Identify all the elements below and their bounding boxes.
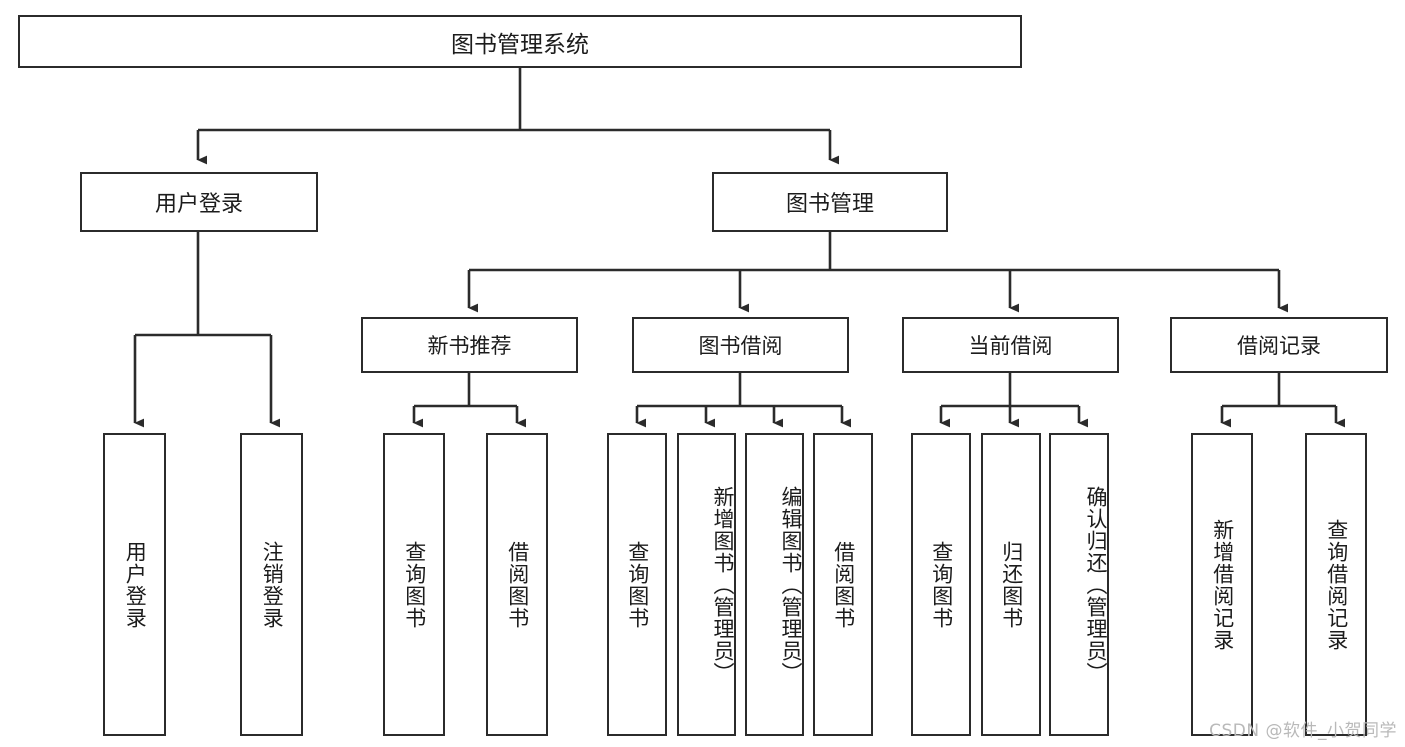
leaf-add-book[interactable]: 新增图书（管理员）: [677, 433, 736, 736]
leaf-user-login[interactable]: 用户登录: [103, 433, 166, 736]
leaf-query-book-3[interactable]: 查询图书: [911, 433, 971, 736]
node-label: 借阅记录: [1237, 334, 1321, 358]
leaf-logout[interactable]: 注销登录: [240, 433, 303, 736]
node-new-book-rec[interactable]: 新书推荐: [361, 317, 578, 373]
node-root-system[interactable]: 图书管理系统: [18, 15, 1022, 68]
leaf-borrow-book-2[interactable]: 借阅图书: [813, 433, 873, 736]
node-label: 查询图书: [625, 540, 650, 629]
node-label: 图书借阅: [698, 334, 783, 358]
leaf-confirm-return[interactable]: 确认归还（管理员）: [1049, 433, 1109, 736]
node-borrow-record[interactable]: 借阅记录: [1170, 317, 1388, 373]
node-label: 图书管理系统: [451, 31, 589, 58]
node-label: 注销登录: [260, 540, 285, 629]
node-label: 用户登录: [123, 540, 148, 629]
node-user-login[interactable]: 用户登录: [80, 172, 318, 232]
node-label: 查询图书: [929, 540, 954, 629]
node-label: 编辑图书（管理员）: [779, 485, 803, 684]
leaf-query-record[interactable]: 查询借阅记录: [1305, 433, 1367, 736]
node-label: 新增图书（管理员）: [711, 485, 735, 684]
node-book-manage[interactable]: 图书管理: [712, 172, 948, 232]
node-label: 借阅图书: [831, 540, 856, 629]
leaf-return-book[interactable]: 归还图书: [981, 433, 1041, 736]
node-label: 当前借阅: [968, 334, 1053, 358]
node-label: 确认归还（管理员）: [1084, 485, 1108, 684]
node-label: 用户登录: [154, 192, 243, 217]
node-label: 新书推荐: [427, 334, 512, 358]
leaf-edit-book[interactable]: 编辑图书（管理员）: [745, 433, 804, 736]
node-current-borrow[interactable]: 当前借阅: [902, 317, 1119, 373]
watermark-text: CSDN @软件_小贺同学: [1209, 721, 1397, 741]
leaf-query-book-1[interactable]: 查询图书: [383, 433, 445, 736]
node-label: 新增借阅记录: [1210, 518, 1235, 651]
node-label: 图书管理: [785, 192, 874, 217]
leaf-borrow-book-1[interactable]: 借阅图书: [486, 433, 548, 736]
leaf-query-book-2[interactable]: 查询图书: [607, 433, 667, 736]
node-label: 查询借阅记录: [1324, 518, 1349, 651]
node-book-borrow[interactable]: 图书借阅: [632, 317, 849, 373]
node-label: 归还图书: [999, 540, 1024, 629]
leaf-add-record[interactable]: 新增借阅记录: [1191, 433, 1253, 736]
node-label: 查询图书: [402, 540, 427, 629]
node-label: 借阅图书: [505, 540, 530, 629]
